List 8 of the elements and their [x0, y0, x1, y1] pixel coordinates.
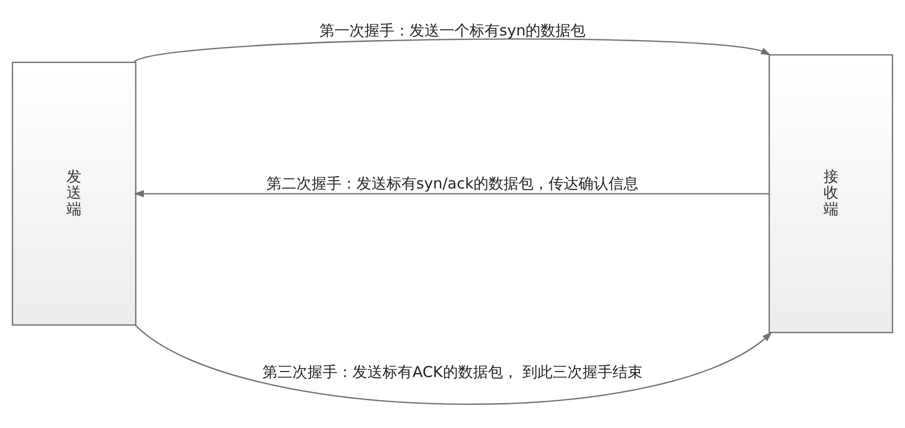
- edge-label: 第三次握手：发送标有ACK的数据包， 到此三次握手结束: [262, 363, 643, 382]
- arrow: [134, 190, 770, 198]
- edge-label: 第一次握手：发送一个标有syn的数据包: [319, 21, 586, 40]
- node-box: 接收端: [768, 54, 894, 334]
- node-box: 发送端: [12, 62, 136, 326]
- arrow: [134, 38, 771, 62]
- arrow: [135, 325, 772, 405]
- edge-label: 第二次握手：发送标有syn/ack的数据包，传达确认信息: [266, 174, 639, 193]
